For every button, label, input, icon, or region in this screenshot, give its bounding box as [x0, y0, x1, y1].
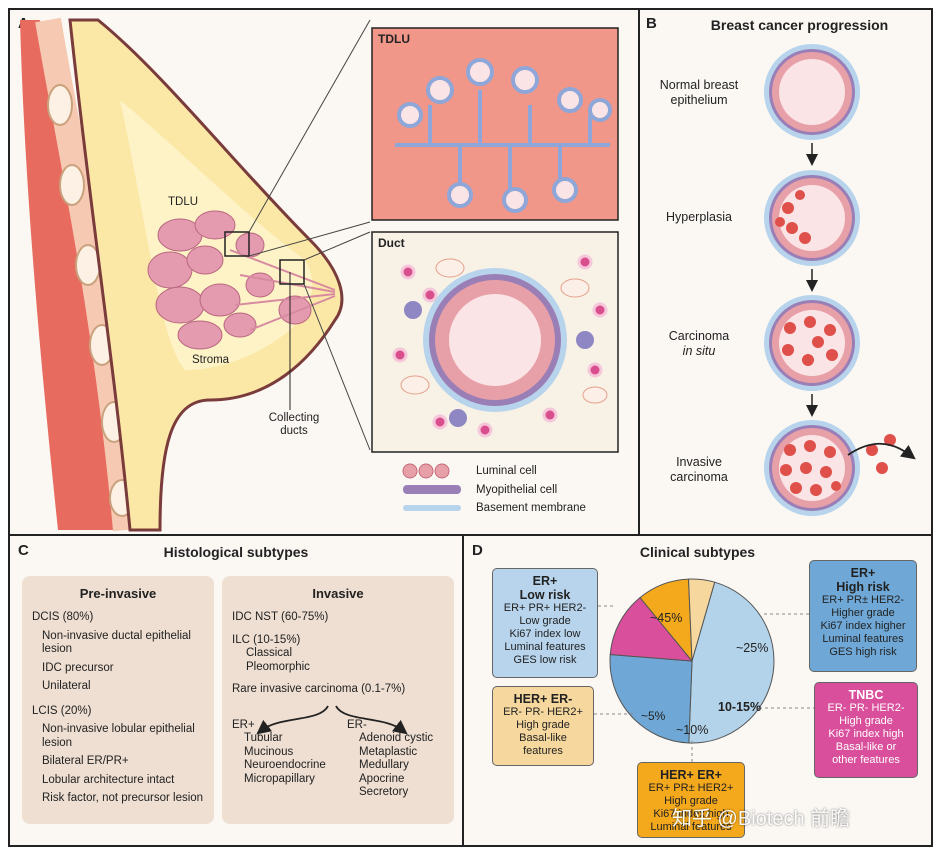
panel-c: C Histological subtypes Pre-invasive DCI…	[8, 534, 464, 847]
lcis-label: LCIS (20%)	[32, 704, 92, 717]
watermark: 知乎 @Biotech 前瞻	[672, 808, 851, 830]
stage-carcinoma-in-situ	[764, 295, 860, 391]
tdlu-label: TDLU	[168, 196, 199, 208]
dcis-label: DCIS (80%)	[32, 611, 94, 623]
erpos-item: Mucinous	[244, 745, 294, 758]
pie-slice-er-low-risk	[688, 581, 775, 744]
tdlu-selection-box	[224, 231, 250, 257]
legend-luminal-swatch	[402, 463, 450, 479]
idc-label: IDC NST (60-75%)	[232, 611, 329, 623]
progression-illustration	[764, 44, 916, 516]
box-her-er-positive: HER+ ER+ ER+ PR± HER2+ High grade Ki67 i…	[637, 762, 745, 838]
panel-b-title: Breast cancer progression	[710, 17, 889, 33]
lcis-item: Bilateral ER/PR+	[42, 755, 129, 767]
pie-label-25: ~25%	[736, 641, 769, 655]
dcis-item: Unilateral	[42, 680, 91, 692]
pie-slice-tnbc	[609, 596, 694, 662]
legend-basement-label: Basement membrane	[476, 502, 586, 514]
stage-invasive	[764, 420, 916, 516]
duct-immune-cells	[404, 301, 594, 427]
panel-d-title: Clinical subtypes	[639, 544, 756, 560]
box-er-high-risk: ER+ High risk ER+ PR± HER2- Higher grade…	[809, 560, 917, 672]
pie-label-5: ~5%	[641, 709, 666, 723]
lcis-item: Lobular architecture intact	[42, 773, 175, 786]
erneg-item: Metaplastic	[359, 745, 418, 758]
pie-slice-er-high-risk	[609, 654, 693, 744]
tdlu-inset-title: TDLU	[378, 32, 410, 46]
stage-normal	[764, 44, 860, 140]
pie-label-10-15: 10-15%	[718, 700, 762, 714]
erpos-item: Neuroendocrine	[244, 759, 326, 771]
duct-stroma-cells	[392, 254, 608, 438]
ilc-item: Classical	[246, 647, 293, 659]
stroma-label: Stroma	[192, 354, 230, 366]
pie-label-45: ~45%	[650, 611, 683, 625]
duct-selection-box	[279, 259, 305, 285]
lcis-item: Non-invasive lobular epithelial lesion	[42, 723, 195, 749]
erpos-label: ER+	[232, 718, 255, 731]
legend-myoepithelial-swatch	[403, 485, 461, 494]
duct-lumen	[449, 294, 541, 386]
erneg-item: Apocrine	[359, 772, 405, 785]
erpos-item: Tubular	[244, 732, 283, 744]
panel-b-label: B	[646, 15, 657, 32]
stage-label-hyperplasia: Hyperplasia	[665, 210, 732, 224]
box-tnbc: TNBC ER- PR- HER2- High grade Ki67 index…	[814, 682, 918, 778]
pie-label-10: ~10%	[676, 723, 709, 737]
lcis-item: Risk factor, not precursor lesion	[42, 792, 204, 804]
panel-d: D Clinical subtypes ~45% ~25% 10-15% ~10…	[462, 534, 933, 847]
er-positive-column: ER+ Tubular Mucinous Neuroendocrine Micr…	[232, 719, 326, 787]
rare-label: Rare invasive carcinoma (0.1-7%)	[232, 683, 406, 695]
preinvasive-heading: Pre-invasive	[79, 586, 157, 601]
panel-d-label: D	[472, 542, 483, 559]
erpos-item: Micropapillary	[244, 772, 315, 785]
clinical-subtypes-pie	[594, 578, 814, 762]
tdlu-inset-lobule	[395, 58, 612, 213]
panel-c-title: Histological subtypes	[163, 544, 309, 560]
dcis-item: IDC precursor	[42, 661, 114, 674]
invasive-heading: Invasive	[312, 586, 364, 601]
ilc-item: Pleomorphic	[246, 660, 310, 673]
box-her-er-negative: HER+ ER- ER- PR- HER2+ High grade Basal-…	[492, 686, 594, 766]
panel-a: A	[8, 8, 640, 536]
breast-anatomy-illustration	[20, 17, 619, 532]
legend-luminal-label: Luminal cell	[476, 465, 537, 477]
erneg-item: Secretory	[359, 786, 409, 798]
lobules	[147, 210, 312, 350]
legend-basement-swatch	[403, 505, 461, 511]
erneg-item: Adenoid cystic	[359, 732, 434, 744]
box-er-low-risk: ER+ Low risk ER+ PR+ HER2- Low grade Ki6…	[492, 568, 598, 678]
panel-c-label: C	[18, 542, 29, 559]
leader-lines	[594, 605, 814, 762]
duct-inset-title: Duct	[378, 236, 405, 250]
preinvasive-box: Pre-invasive DCIS (80%) Non-invasive duc…	[22, 576, 214, 824]
duct-fibroblasts	[400, 258, 608, 404]
er-negative-column: ER- Adenoid cystic Metaplastic Medullary…	[347, 719, 433, 800]
stage-hyperplasia	[764, 170, 860, 266]
ilc-label: ILC (10-15%)	[232, 633, 301, 646]
er-columns: ER+ Tubular Mucinous Neuroendocrine Micr…	[232, 719, 444, 809]
erneg-label: ER-	[347, 718, 367, 731]
erneg-item: Medullary	[359, 759, 409, 771]
invasive-box: Invasive IDC NST (60-75%) ILC (10-15%) C…	[222, 576, 454, 824]
panel-b: B Breast cancer progression	[638, 8, 933, 536]
legend-myoepithelial-label: Myopithelial cell	[476, 484, 558, 496]
chest-wall	[20, 20, 125, 530]
pie-slice-her-er-	[688, 578, 716, 662]
collecting-ducts-label: Collecting ducts	[268, 412, 320, 437]
dcis-item: Non-invasive ductal epithelial lesion	[42, 629, 191, 656]
